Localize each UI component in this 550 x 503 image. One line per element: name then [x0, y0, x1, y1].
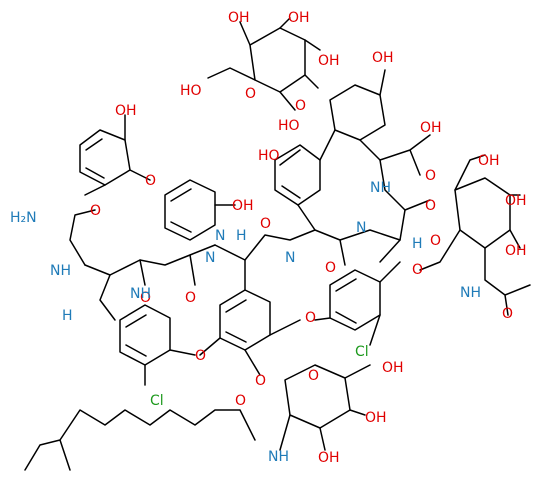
amide-nitrogen-label: N	[285, 250, 295, 266]
ring-oxygen-label: O	[308, 368, 319, 384]
chlorine-labels: Cl Cl	[150, 344, 369, 409]
amide-nitrogen-label: NH	[460, 285, 481, 301]
hydroxyl-label: OH	[478, 153, 500, 169]
carbonyl-oxygen-label: O	[425, 168, 436, 184]
hydroxyl-label: OH	[318, 53, 340, 69]
amide-nitrogen-label: N	[356, 220, 366, 236]
hydroxyl-label: OH	[505, 243, 527, 259]
bond-skeleton	[24, 17, 531, 471]
amide-nitrogen-label: NH	[268, 449, 289, 465]
hydrogen-label: H	[412, 236, 423, 252]
hydroxyl-label: OH	[288, 10, 310, 26]
carbonyl-oxygen-label: O	[325, 260, 336, 276]
amide-oxygen-label: O	[235, 393, 246, 409]
hydroxyl-label: HO	[258, 148, 280, 164]
glycosidic-oxygen-label: O	[255, 373, 266, 389]
ether-oxygen-label: O	[195, 348, 206, 364]
carbonyl-oxygen-label: O	[425, 198, 436, 214]
acetyl-oxygen-label: O	[502, 306, 513, 322]
hydroxyl-label: OH	[382, 360, 404, 376]
nitrogen-labels: H₂N NH NH N N N N NH NH NH	[10, 180, 481, 465]
chlorine-label: Cl	[150, 393, 164, 409]
hydroxyl-label: OH	[365, 410, 387, 426]
amide-nitrogen-label: NH	[50, 263, 71, 279]
carbonyl-oxygen-label: O	[260, 216, 271, 232]
amide-nitrogen-label: NH	[370, 180, 391, 196]
carbonyl-oxygen-label: O	[140, 290, 151, 306]
ring-oxygen-label: O	[245, 86, 256, 102]
hydroxyl-label: HO	[180, 83, 202, 99]
ether-oxygen-label: O	[295, 98, 306, 114]
hydroxyl-label: OH	[228, 10, 250, 26]
glycosidic-oxygen-label: O	[412, 262, 423, 278]
hydroxyl-label: OH	[420, 120, 442, 136]
amide-nitrogen-label: NH	[130, 286, 151, 302]
ether-oxygen-label: O	[145, 173, 156, 189]
hydroxyl-label: HO	[278, 118, 300, 134]
hydroxyl-label: OH	[505, 193, 527, 209]
carbonyl-oxygen-label: O	[90, 203, 101, 219]
carbonyl-oxygen-label: O	[185, 290, 196, 306]
hydroxyl-label: OH	[318, 450, 340, 466]
amide-nitrogen-label: N	[215, 228, 225, 244]
hydroxyl-label: OH	[115, 103, 137, 119]
stereo-hydrogen-labels: H H H	[62, 228, 423, 324]
ether-oxygen-label: O	[305, 310, 316, 326]
chlorine-label: Cl	[355, 344, 369, 360]
hydrogen-label: H	[62, 308, 73, 324]
amino-label: H₂N	[10, 210, 37, 226]
hydrogen-label: H	[236, 228, 247, 244]
amide-nitrogen-label: N	[205, 250, 215, 266]
ring-oxygen-label: O	[430, 233, 441, 249]
hydroxyl-label: OH	[232, 198, 254, 214]
oxygen-labels: OH OH OH HO O O OH HO OH O OH HO OH OH O…	[90, 10, 527, 466]
hydroxyl-label: OH	[372, 50, 394, 66]
